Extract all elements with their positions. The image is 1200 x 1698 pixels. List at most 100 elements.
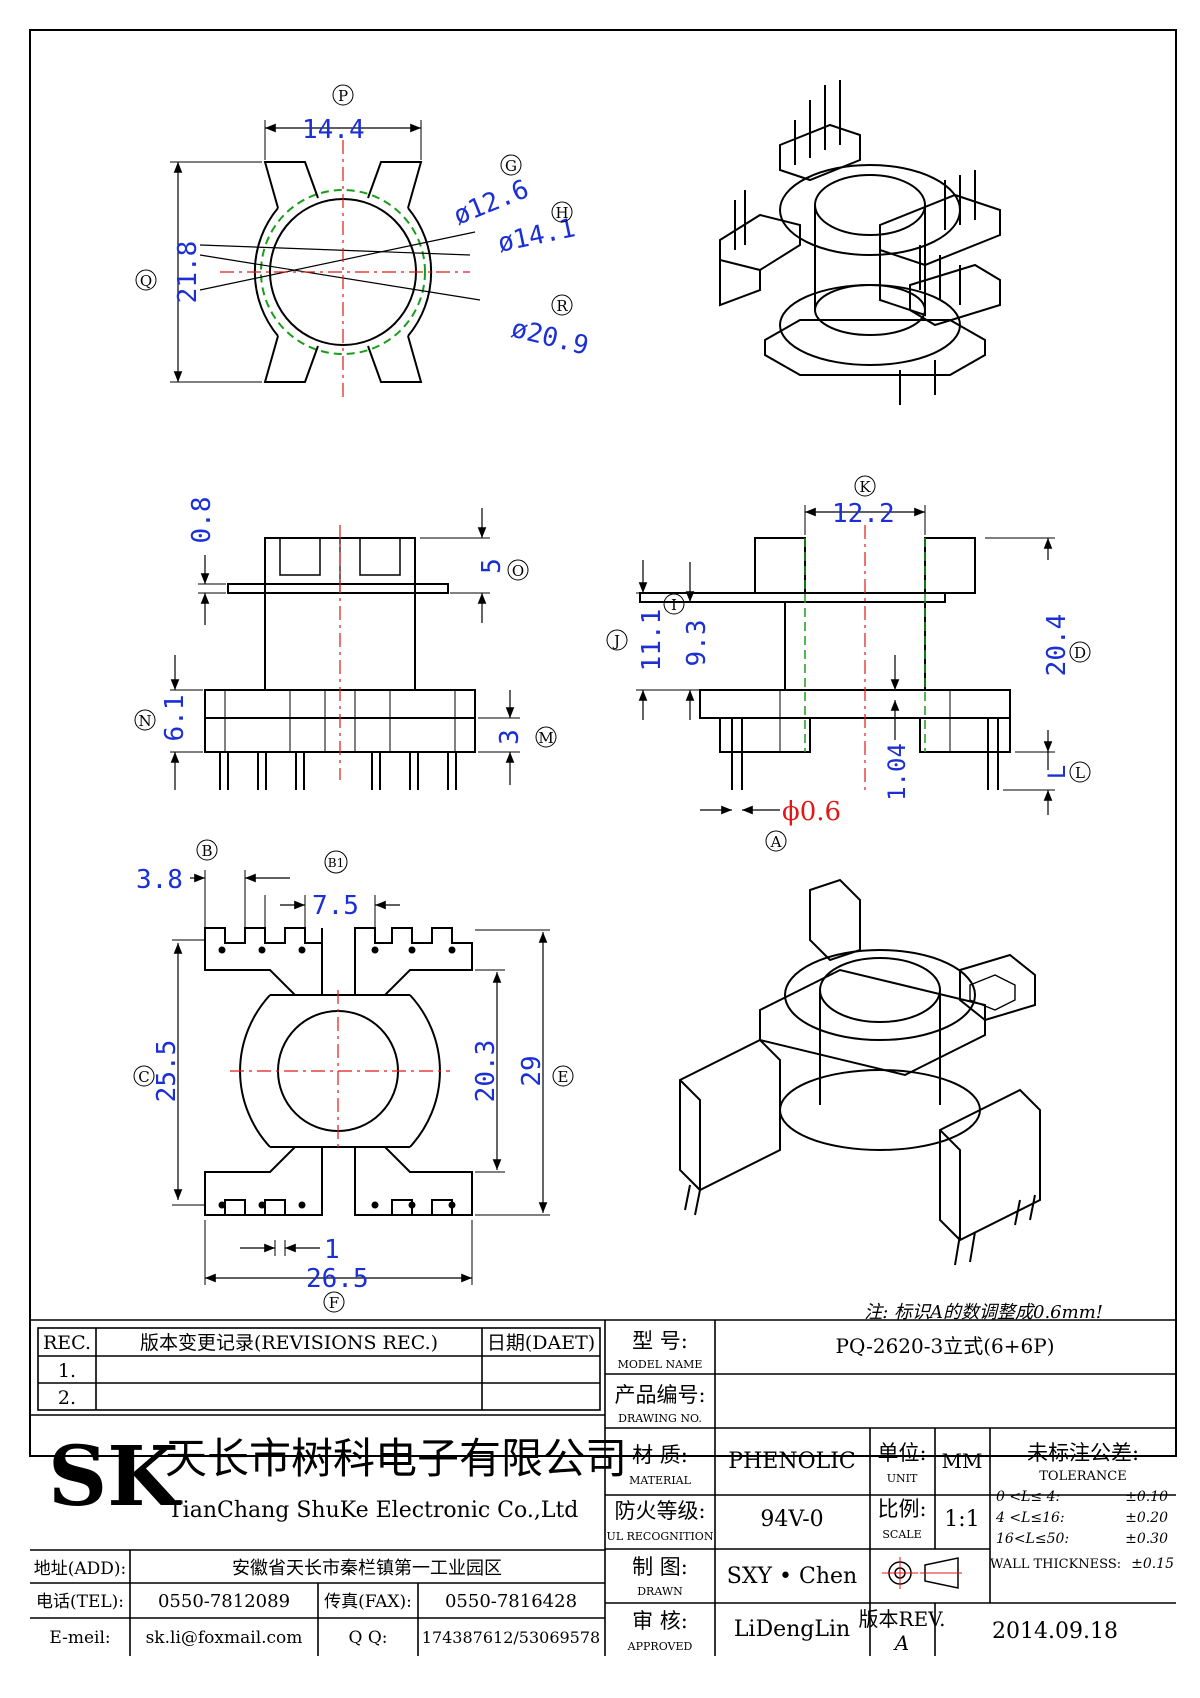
rev-row-1: 1. [58,1360,76,1382]
unit-label-cn: 单位: [877,1441,926,1465]
date-value: 2014.09.18 [992,1619,1118,1644]
tolerance-block: 未标注公差: TOLERANCE 0 <L≤ 4: ±0.10 4 <L≤16:… [990,1441,1174,1572]
company-name-en: TianChang ShuKe Electronic Co.,Ltd [168,1498,578,1523]
iso-view-upper [719,80,1001,405]
ul-value: 94V-0 [760,1507,823,1532]
qq-label: Q Q: [348,1628,387,1648]
dim-bot-h1: 25.5 [152,1040,182,1103]
label-B: B [201,842,212,860]
label-N: N [138,712,151,730]
model-value: PQ-2620-3立式(6+6P) [836,1334,1055,1358]
tel-label: 电话(TEL): [36,1592,124,1612]
dim-bot-h2: 20.3 [471,1040,501,1103]
section-view-labels: 12.2 20.4 L 11.1 9.3 1.04 ϕ0.6 K I J D L… [606,475,1091,852]
tolerance-range-2: 4 <L≤16: [995,1510,1065,1526]
addr-label: 地址(ADD): [34,1559,127,1579]
tolerance-range-3: 16<L≤50: [996,1531,1069,1547]
spec-block: 型 号: MODEL NAME PQ-2620-3立式(6+6P) 产品编号: … [607,1329,1118,1655]
scale-label-en: SCALE [882,1528,921,1541]
drawn-value: SXY • Chen [727,1564,857,1589]
tolerance-value-1: ±0.10 [1125,1489,1168,1505]
contact-block: 地址(ADD): 安徽省天长市秦栏镇第一工业园区 电话(TEL): 0550-7… [34,1558,600,1648]
dim-sec-h2: 9.3 [682,620,712,667]
top-mid-circle [260,189,426,355]
tel-value: 0550-7812089 [158,1591,290,1612]
tolerance-value-3: ±0.30 [1125,1531,1168,1547]
dim-side-top: 0.8 [187,497,217,544]
label-K: K [859,478,871,496]
dim-bot-gap: 7.5 [312,891,359,921]
addr-value: 安徽省天长市秦栏镇第一工业园区 [232,1558,502,1579]
dim-side-pin: 3 [495,729,525,745]
dim-side-height: 6.1 [160,695,190,742]
tolerance-range-4: WALL THICKNESS: [990,1557,1121,1572]
tolerance-value-2: ±0.20 [1125,1510,1168,1526]
side-view-labels: 0.8 5 6.1 3 O N M [134,497,557,748]
label-D: D [1074,644,1086,662]
dim-sec-pin-dia: ϕ0.6 [782,797,841,827]
bottom-view [172,870,550,1285]
section-view [636,505,1055,815]
drawing-no-label-en: DRAWING NO. [618,1412,702,1425]
dim-side-flange: 5 [477,558,507,574]
top-view-labels: 14.4 21.8 ø12.6 ø14.1 ø20.9 P Q G H R [135,84,592,362]
dim-top-d3: ø20.9 [508,314,591,362]
dim-sec-inner: 12.2 [832,499,895,529]
approved-label-en: APPROVED [627,1640,693,1653]
bottom-view-labels: 3.8 7.5 25.5 20.3 29 26.5 1 B B1 C E F [133,839,574,1313]
dim-sec-thk: 1.04 [883,743,911,801]
label-J: J [612,632,620,650]
scale-label-cn: 比例: [877,1497,926,1521]
dim-bot-h3: 29 [517,1055,547,1086]
company-logo: SK [48,1429,181,1525]
tolerance-value-4: ±0.15 [1131,1556,1174,1572]
drawing-note: 注: 标识A的数调整成0.6mm! [864,1302,1103,1323]
label-R: R [556,297,568,315]
unit-value: MM [942,1449,983,1473]
rev-label: 版本REV. [859,1607,946,1631]
label-L: L [1075,764,1085,782]
material-label-cn: 材 质: [632,1443,688,1467]
dim-sec-l: L [1043,765,1071,779]
top-tab-top-right [367,161,423,209]
qq-value: 174387612/53069578 [422,1628,600,1647]
model-label-en: MODEL NAME [618,1358,703,1371]
label-H: H [555,204,568,222]
approved-value: LiDengLin [734,1617,850,1642]
dim-sec-h1: 11.1 [637,609,667,672]
label-B1: B1 [328,856,344,870]
revision-table: REC. 版本变更记录(REVISIONS REC.) 日期(DAET) 1. … [43,1332,595,1409]
company-block: SK 天长市树科电子有限公司 TianChang ShuKe Electroni… [48,1429,627,1525]
label-P: P [338,87,348,105]
label-I: I [671,596,677,614]
dim-bot-w: 26.5 [306,1264,369,1294]
top-tab-top-left [263,161,319,209]
email-label: E-meil: [49,1628,110,1648]
dim-top-height: 21.8 [173,241,203,304]
fax-label: 传真(FAX): [324,1592,412,1612]
label-O: O [512,562,524,580]
rev-header-desc: 版本变更记录(REVISIONS REC.) [140,1332,438,1354]
ul-label-cn: 防火等级: [614,1499,705,1523]
label-F: F [329,1294,339,1312]
dim-sec-total: 20.4 [1042,614,1072,677]
title-block-lines [30,1319,1176,1656]
email-value: sk.li@foxmail.com [146,1628,303,1648]
model-label-cn: 型 号: [632,1329,688,1353]
projection-symbol [882,1557,962,1589]
material-label-en: MATERIAL [629,1474,692,1487]
iso-view-lower [679,878,1041,1266]
fax-value: 0550-7816428 [445,1591,577,1612]
rev-value: A [893,1631,909,1655]
label-A: A [770,833,782,851]
scale-value: 1:1 [944,1507,979,1532]
top-outer-arc-right [407,207,433,337]
rev-row-2: 2. [58,1387,76,1409]
dim-bot-pitch: 3.8 [136,865,183,895]
top-view [170,120,481,400]
drawn-label-cn: 制 图: [632,1555,688,1579]
unit-label-en: UNIT [887,1472,918,1485]
label-M: M [538,729,553,747]
material-value: PHENOLIC [728,1449,855,1474]
side-view [170,508,520,790]
